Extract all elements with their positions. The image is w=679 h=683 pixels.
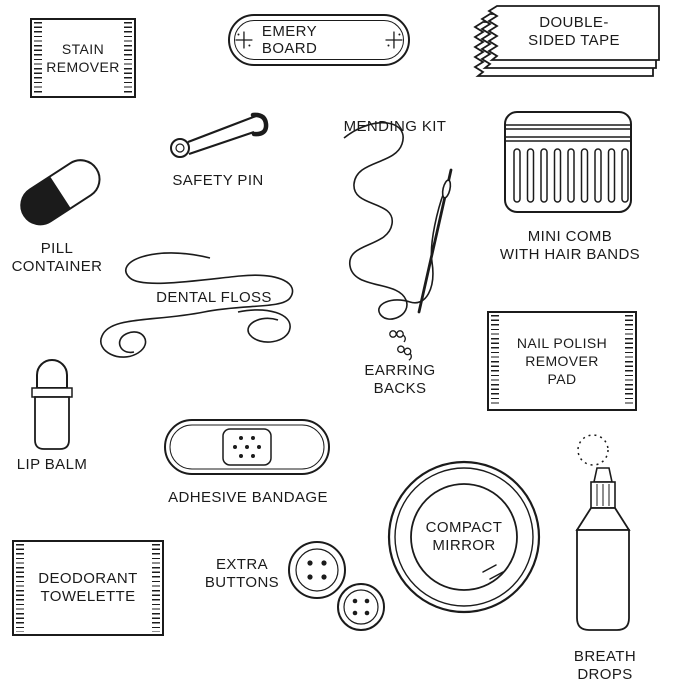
mini-comb-icon (504, 111, 632, 213)
crimp-edge (152, 544, 160, 632)
drops-spray (577, 434, 609, 466)
extra-buttons-icon (288, 541, 385, 631)
emery-board-inner: EMERY BOARD (234, 20, 404, 60)
mini-comb-label: MINI COMB WITH HAIR BANDS (499, 228, 641, 263)
dental-floss-label: DENTAL FLOSS (156, 289, 272, 306)
pin-clasp (250, 112, 269, 137)
earring-backs-icon (389, 330, 412, 361)
deodorant-towelette-label: DEODORANT TOWELETTE (38, 570, 138, 605)
double-sided-tape-label: DOUBLE- SIDED TAPE (528, 14, 620, 49)
mirror-glass (410, 483, 518, 591)
pin-bar (187, 114, 257, 144)
deodorant-towelette-packet: DEODORANT TOWELETTE (12, 540, 164, 636)
pin-coil (170, 138, 190, 158)
compact-mirror-label: COMPACT MIRROR (425, 519, 503, 554)
adhesive-bandage-icon (164, 419, 330, 475)
mirror-glint (482, 564, 504, 580)
thread (343, 121, 445, 320)
dental-floss-icon (100, 252, 294, 358)
crimp-edge (625, 315, 633, 407)
pill-container-label: PILL CONTAINER (11, 240, 103, 275)
mending-kit-label: MENDING KIT (343, 118, 447, 135)
adhesive-bandage-label: ADHESIVE BANDAGE (168, 489, 328, 506)
safety-pin-icon (170, 112, 269, 158)
button-small (337, 583, 385, 631)
bottle-body (576, 529, 630, 631)
breath-drops-label: BREATH DROPS (573, 648, 637, 683)
stain-remover-packet: STAIN REMOVER (30, 18, 136, 98)
capsule-cap (21, 176, 71, 225)
stain-remover-label: STAIN REMOVER (46, 41, 120, 75)
tube-rim (31, 387, 73, 398)
bandage-pad-dots (233, 436, 261, 458)
emery-board-label: EMERY BOARD (261, 23, 318, 57)
lip-balm-label: LIP BALM (16, 456, 88, 473)
tape-layer (487, 5, 660, 61)
sparkle-icon (385, 31, 403, 49)
button-large (288, 541, 346, 599)
hair-bands (506, 124, 630, 142)
earring-backs-label: EARRING BACKS (364, 362, 436, 397)
crimp-edge (491, 315, 499, 407)
extra-buttons-label: EXTRA BUTTONS (204, 556, 280, 591)
safety-pin-label: SAFETY PIN (172, 172, 264, 189)
mending-kit-icon (343, 121, 453, 320)
bottle-tip (593, 467, 613, 483)
nail-polish-pad-label: NAIL POLISH REMOVER PAD (516, 335, 608, 387)
sparkle-icon (235, 31, 253, 49)
crimp-edge (124, 22, 132, 94)
breath-drops-icon (575, 434, 631, 631)
pin-needle (188, 130, 255, 156)
tube-body (34, 396, 70, 450)
bandage-pad (222, 428, 272, 466)
double-sided-tape-icon (473, 5, 660, 77)
compact-mirror-icon (387, 460, 541, 614)
crimp-edge (16, 544, 24, 632)
comb-teeth (513, 148, 629, 203)
pill-container-icon (20, 159, 101, 226)
needle-eye (441, 179, 452, 199)
lip-balm-icon (31, 359, 73, 450)
crimp-edge (34, 22, 42, 94)
balm-dome (36, 359, 68, 389)
bottle-shoulder (575, 507, 631, 531)
nail-polish-pad-packet: NAIL POLISH REMOVER PAD (487, 311, 637, 411)
emery-board: EMERY BOARD (228, 14, 410, 66)
floss-thread (100, 252, 294, 358)
